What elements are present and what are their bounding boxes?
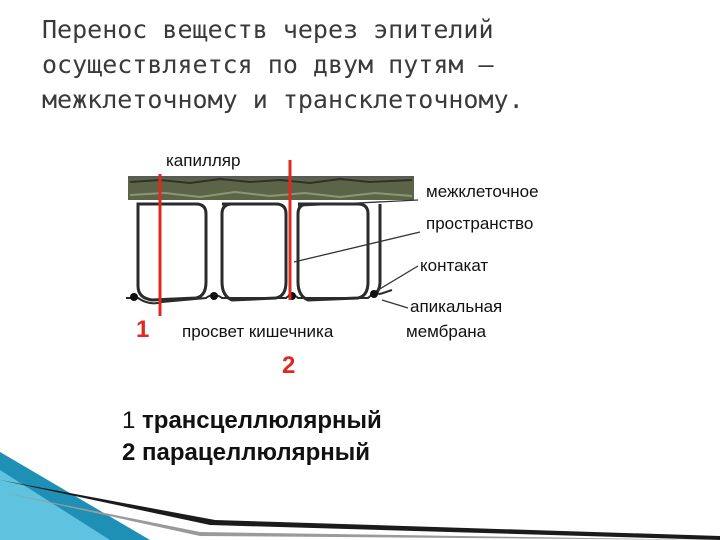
leader-space (293, 231, 421, 263)
legend-item-1-text: трансцеллюлярный (142, 407, 382, 434)
legend-item-2-num: 2 (122, 439, 136, 466)
contact-junction-4 (370, 290, 378, 298)
deco-blue-wedge-light (0, 470, 110, 540)
cell-2 (220, 202, 288, 302)
label-lumen: просвет кишечника (182, 322, 334, 341)
leader-contact (377, 265, 419, 291)
label-intercellular-2: пространство (426, 214, 534, 233)
route-2-number: 2 (282, 352, 296, 379)
route-1-number: 1 (136, 316, 150, 343)
cell-4-edge (371, 204, 382, 298)
epithelium-diagram (126, 160, 421, 316)
label-apical-2: мембрана (406, 322, 487, 341)
title-line-2: осуществляется по двум путям — (42, 50, 494, 79)
title-line-1: Перенос веществ через эпителий (42, 15, 494, 44)
leader-apical (381, 299, 409, 309)
slide-title: Перенос веществ через эпителий осуществл… (42, 12, 682, 117)
capillary-texture (129, 177, 413, 185)
leader-intercellular (297, 199, 419, 207)
cell-1 (136, 202, 208, 302)
legend-item-2: 2 парацеллюлярный (122, 437, 382, 469)
legend: 1 трансцеллюлярный 2 парацеллюлярный (122, 405, 382, 469)
legend-item-1-num: 1 (122, 407, 136, 434)
legend-item-2-text: парацеллюлярный (142, 439, 371, 466)
contact-junction-1 (130, 293, 138, 301)
label-contact: контакат (420, 256, 489, 275)
label-apical-1: апикальная (410, 297, 503, 316)
deco-dark-swoosh (0, 480, 720, 540)
title-line-3: межклеточному и трансклеточному. (42, 85, 524, 114)
slide-corner-decoration (0, 452, 720, 540)
cell-3 (296, 202, 370, 302)
label-intercellular-1: межклеточное (426, 182, 539, 201)
capillary-texture-2 (129, 190, 413, 199)
deco-grey-swoosh (0, 492, 720, 540)
label-capillary: капилляр (166, 151, 241, 170)
contact-junction-2 (210, 292, 218, 300)
capillary-band (128, 178, 414, 200)
legend-item-1: 1 трансцеллюлярный (122, 405, 382, 437)
